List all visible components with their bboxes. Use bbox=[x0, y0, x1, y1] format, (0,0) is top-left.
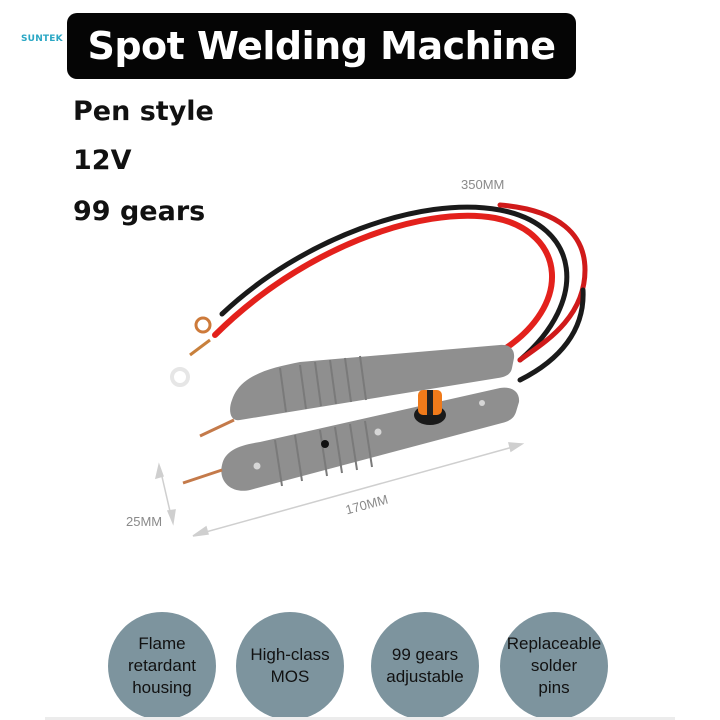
feature-line: retardant bbox=[127, 656, 197, 675]
ring-terminal bbox=[170, 316, 212, 387]
brand-logo: SUNTEK bbox=[21, 34, 63, 44]
feature-line: MOS bbox=[270, 667, 310, 686]
feature-line: adjustable bbox=[386, 667, 464, 686]
product-image bbox=[154, 202, 588, 537]
feature-line: housing bbox=[132, 678, 192, 697]
feature-line: Replaceable bbox=[506, 634, 602, 653]
spec-voltage: 12V bbox=[73, 145, 132, 176]
dimension-arrow-length bbox=[154, 442, 525, 537]
spec-style: Pen style bbox=[73, 96, 214, 127]
pen-lower bbox=[182, 387, 520, 491]
pen-upper bbox=[199, 344, 515, 438]
dimension-pen-width: 25MM bbox=[126, 514, 163, 529]
feature-line: pins bbox=[538, 678, 570, 697]
spec-gears: 99 gears bbox=[73, 196, 206, 227]
divider bbox=[45, 717, 675, 720]
feature-high-class-mos: High-class MOS bbox=[236, 612, 344, 720]
feature-line: Flame bbox=[138, 634, 186, 653]
feature-flame-retardant: Flame retardant housing bbox=[108, 612, 216, 720]
feature-99-gears: 99 gears adjustable bbox=[371, 612, 479, 720]
feature-line: High-class bbox=[250, 645, 330, 664]
cables bbox=[212, 202, 588, 383]
feature-replaceable-pins: Replaceable solder pins bbox=[500, 612, 608, 720]
dimension-cable-length: 350MM bbox=[461, 177, 505, 192]
title-banner: Spot Welding Machine bbox=[67, 13, 576, 79]
feature-line: 99 gears bbox=[391, 645, 459, 664]
feature-line: solder bbox=[530, 656, 578, 675]
adjustment-knob bbox=[414, 390, 446, 425]
page-title: Spot Welding Machine bbox=[87, 24, 556, 68]
